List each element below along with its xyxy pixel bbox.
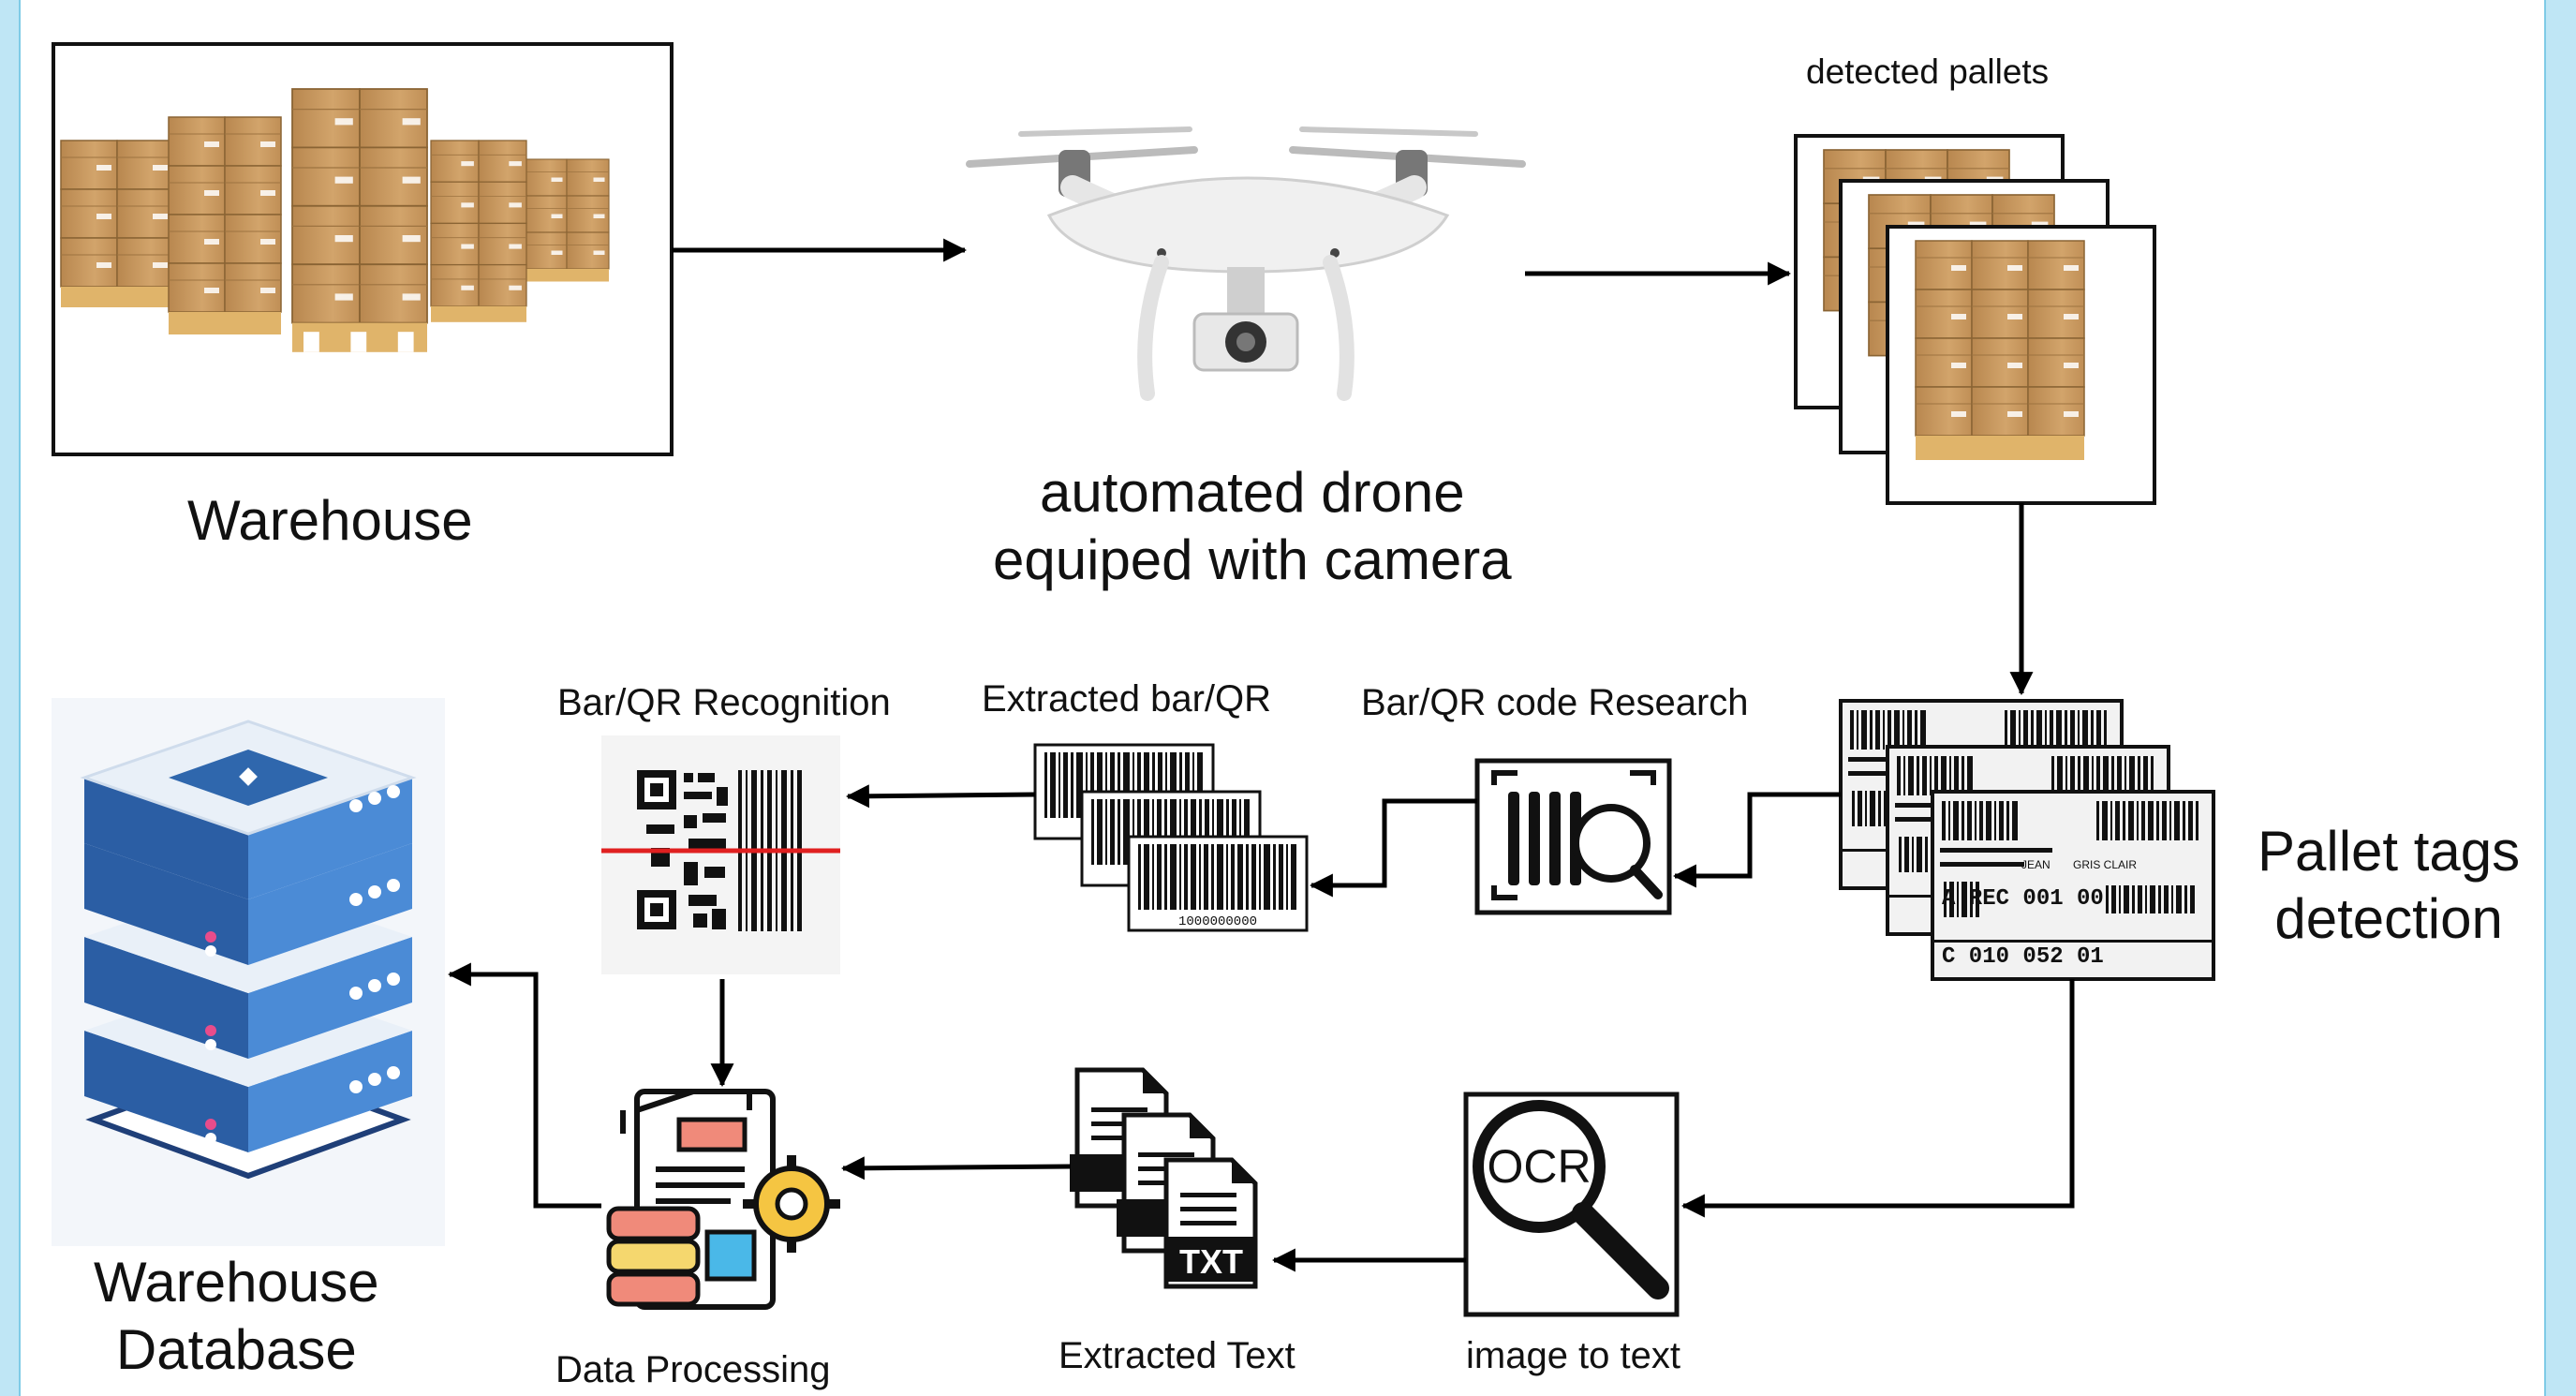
arrow-tags-to-ocr: [1680, 979, 2075, 1218]
ocr-text: OCR: [1487, 1140, 1591, 1193]
label-database: Warehouse Database: [94, 1249, 379, 1384]
label-image-to-text: image to text: [1466, 1335, 1681, 1376]
tag-jean: JEAN: [2021, 858, 2050, 871]
warehouse-image: [52, 42, 674, 456]
label-warehouse: Warehouse: [187, 489, 473, 552]
tag-line-c: C 010 052 01: [1942, 944, 2104, 970]
left-frame-border: [0, 0, 21, 1396]
tag-line-a: A REC 001 00: [1942, 886, 2104, 912]
drone-icon: [966, 126, 1526, 401]
qr-recognition-icon: [601, 735, 840, 974]
arrow-processing-to-database: [447, 962, 601, 1209]
label-database-line1: Warehouse: [94, 1251, 379, 1314]
label-drone-line2: equiped with camera: [993, 528, 1512, 591]
extracted-barcodes-icon: 1000000000: [1033, 743, 1309, 932]
label-pallet-tags-line1: Pallet tags: [2258, 820, 2521, 883]
barcode-scan-icon: [1474, 758, 1672, 915]
database-server-icon: [52, 698, 445, 1246]
barcode-number: 1000000000: [1178, 914, 1257, 929]
label-barqr-recognition: Bar/QR Recognition: [557, 682, 891, 723]
tag-gris: GRIS CLAIR: [2073, 858, 2137, 871]
right-frame-border: [2544, 0, 2576, 1396]
extracted-text-icon: TXT: [1070, 1070, 1258, 1289]
arrow-tags-to-research: [1672, 792, 1841, 888]
label-barqr-research: Bar/QR code Research: [1361, 682, 1749, 723]
ocr-icon: OCR: [1463, 1092, 1680, 1317]
label-extracted-barqr: Extracted bar/QR: [982, 678, 1272, 720]
label-database-line2: Database: [115, 1318, 357, 1381]
txt-label: TXT: [1179, 1242, 1243, 1281]
label-drone: automated drone equiped with camera: [993, 459, 1512, 594]
label-detected-pallets: detected pallets: [1806, 52, 2050, 91]
label-data-processing: Data Processing: [555, 1349, 831, 1390]
detected-pallets-images: [1794, 134, 2156, 505]
arrow-research-to-barcodes: [1309, 798, 1477, 898]
warehouse-pallet-stacks: [60, 88, 610, 352]
label-pallet-tags: Pallet tags detection: [2258, 818, 2520, 953]
flow-arrows: [447, 238, 2075, 1272]
data-processing-icon: [606, 1089, 840, 1310]
pallet-tags-images: A REC 001 00 C 010 052 01 JEAN GRIS CLAI…: [1839, 699, 2215, 981]
arrow-barcodes-to-qr: [845, 784, 1036, 809]
label-drone-line1: automated drone: [1039, 461, 1465, 524]
label-pallet-tags-line2: detection: [2274, 887, 2503, 950]
arrow-text-to-processing: [840, 1156, 1072, 1181]
label-extracted-text: Extracted Text: [1059, 1335, 1295, 1376]
